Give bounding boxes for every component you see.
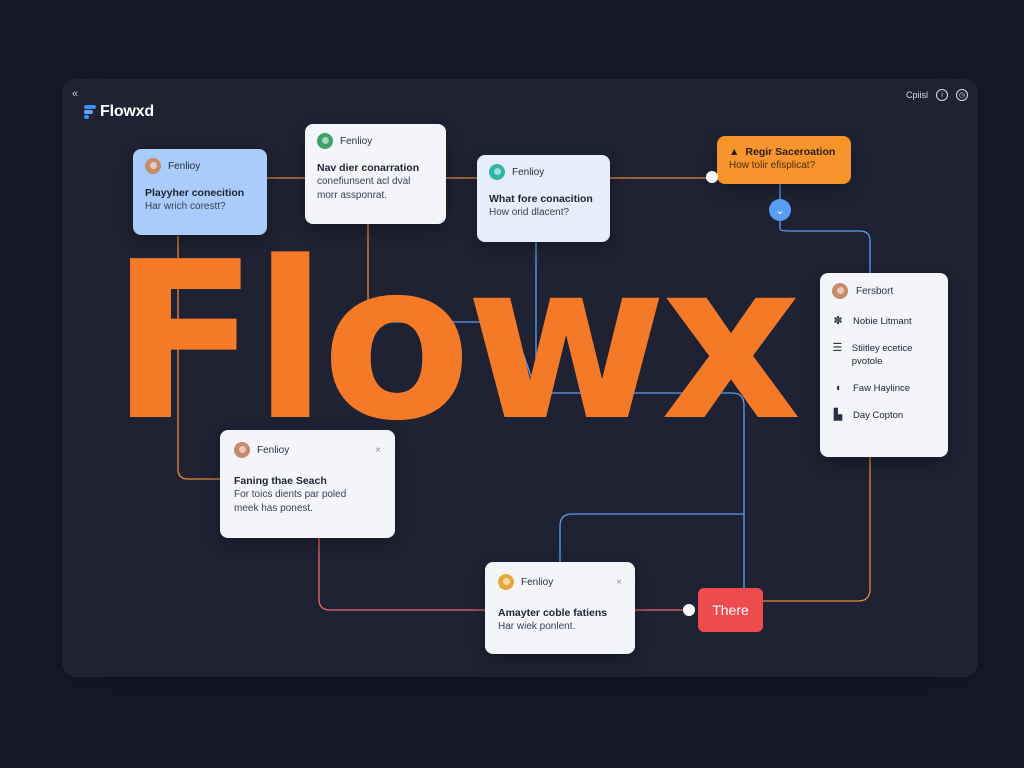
card-header: Fenlioy × <box>498 574 622 590</box>
card-line-2: conefiunsent acl dval <box>317 176 411 187</box>
card-line-3: morr assponrat. <box>317 190 388 201</box>
menu-item-2[interactable]: ☰ Stiitley ecetice pvotole <box>832 342 936 368</box>
flow-card-5[interactable]: Fenlioy × Faning thae Seach For toics di… <box>220 430 395 538</box>
clock-icon[interactable]: ◷ <box>956 89 968 101</box>
card-author: Fenlioy <box>512 166 545 178</box>
connector-center-blue <box>378 321 533 380</box>
bell-icon: ▲ <box>729 146 740 158</box>
avatar <box>832 283 848 299</box>
menu-item-1[interactable]: ✽ Nobie Litmant <box>832 315 936 328</box>
menu-author: Fersbort <box>856 285 894 297</box>
menu-item-label: Nobie Litmant <box>853 316 912 327</box>
app-name: Flowxd <box>100 103 154 120</box>
card-author: Fenlioy <box>521 576 554 588</box>
card-line-3: meek has ponest. <box>234 503 313 514</box>
card-title: ▲ Regir Saceroation <box>729 145 839 159</box>
logo-icon <box>84 105 96 119</box>
menu-item-label: Day Copton <box>853 410 904 421</box>
card-subtitle: How orid dlacent? <box>489 207 570 218</box>
avatar <box>317 133 333 149</box>
card-title-text: Regir Saceroation <box>745 146 836 158</box>
document-icon: ☰ <box>832 342 843 354</box>
topbar-label[interactable]: Cpiisl <box>905 90 928 100</box>
connector-node-dot[interactable] <box>706 171 718 183</box>
connector-blue-c6 <box>559 513 744 562</box>
shield-icon: ◖ <box>834 382 842 394</box>
connector-c5-c6 <box>318 538 485 611</box>
collapse-icon[interactable]: « <box>72 88 78 100</box>
flow-board: « Flowxd Cpiisl i ◷ Flowx Fen <box>62 79 978 677</box>
connector-menu-there <box>763 457 871 602</box>
close-icon[interactable]: × <box>375 444 381 456</box>
connector-c1-c5 <box>177 236 222 480</box>
card-author: Fenlioy <box>340 135 373 147</box>
gear-icon: ✽ <box>833 315 843 327</box>
topbar-actions: Cpiisl i ◷ <box>906 89 968 101</box>
card-title: Amayter coble fatiens <box>498 607 608 619</box>
menu-item-label: Faw Haylince <box>853 383 911 394</box>
card-line-2: For toics dients par poled <box>234 489 347 500</box>
flowx-wordmark: Flowx <box>110 216 801 469</box>
card-header: Fenlioy <box>489 164 598 180</box>
card-subtitle: How tolir efisplicat? <box>729 160 816 171</box>
card-header: Fenlioy <box>317 133 434 149</box>
card-author: Fenlioy <box>168 160 201 172</box>
flow-card-3[interactable]: Fenlioy What fore conacition How orid dl… <box>477 155 610 242</box>
connector-chevron-menu <box>779 221 871 273</box>
chevron-down-icon[interactable]: ⌄ <box>769 199 791 221</box>
card-title: What fore conacition <box>489 193 593 205</box>
card-title: Playyher conecition <box>145 187 245 199</box>
card-subtitle: Har wiek ponlent. <box>498 621 576 632</box>
chart-icon: ▙ <box>833 409 843 421</box>
connector-lines <box>177 177 871 611</box>
avatar <box>489 164 505 180</box>
flow-menu-card[interactable]: Fersbort ✽ Nobie Litmant ☰ Stiitley ecet… <box>820 273 948 457</box>
menu-header: Fersbort <box>832 283 936 299</box>
connector-c2-down <box>367 224 379 318</box>
card-header: Fenlioy <box>145 158 255 174</box>
card-title: Faning thae Seach <box>234 475 327 487</box>
menu-item-label: Stiitley ecetice pvotole <box>851 343 913 367</box>
menu-item-3[interactable]: ◖ Faw Haylince <box>832 382 936 395</box>
avatar <box>234 442 250 458</box>
flow-card-1[interactable]: Fenlioy Playyher conecition Har wrich co… <box>133 149 267 235</box>
close-icon[interactable]: × <box>616 576 622 588</box>
flow-card-6[interactable]: Fenlioy × Amayter coble fatiens Har wiek… <box>485 562 635 654</box>
connector-c3-blue <box>535 242 745 588</box>
avatar <box>145 158 161 174</box>
card-author: Fenlioy <box>257 444 290 456</box>
connector-node-dot[interactable] <box>683 604 695 616</box>
app-logo[interactable]: Flowxd <box>84 103 154 121</box>
flow-card-2[interactable]: Fenlioy Nav dier conarration conefiunsen… <box>305 124 446 224</box>
menu-item-4[interactable]: ▙ Day Copton <box>832 409 936 422</box>
info-icon[interactable]: i <box>936 89 948 101</box>
there-button[interactable]: There <box>698 588 763 632</box>
avatar <box>498 574 514 590</box>
card-header: Fenlioy × <box>234 442 381 458</box>
card-title: Nav dier conarration <box>317 162 420 174</box>
card-subtitle: Har wrich corestt? <box>145 201 226 212</box>
flow-card-4[interactable]: ▲ Regir Saceroation How tolir efisplicat… <box>717 136 851 184</box>
